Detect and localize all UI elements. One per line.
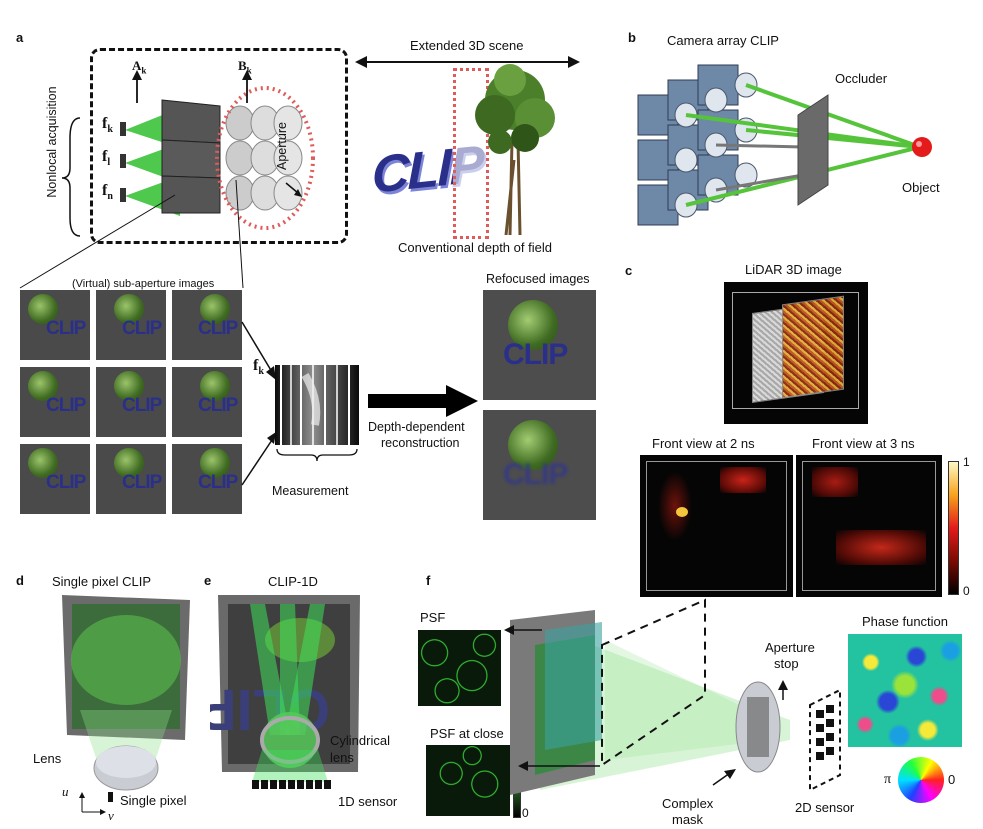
subaperture-image: CLIP (96, 290, 166, 360)
psf-close-image (426, 745, 510, 816)
complex-mask-line2: mask (672, 812, 704, 827)
front-view-3ns (796, 455, 942, 597)
phase-function-image (848, 634, 962, 747)
refocused-title: Refocused images (486, 272, 590, 286)
subaperture-grid: CLIP CLIP CLIP CLIP CLIP CLIP CLIP CLIP … (20, 290, 245, 518)
occluder-label: Occluder (835, 71, 888, 86)
panel-f-letter: f (426, 573, 431, 588)
camera-array-diagram (637, 64, 932, 226)
v-axis-label: v (108, 808, 114, 823)
cylindrical-line2: lens (330, 750, 354, 765)
clip1d-title: CLIP-1D (268, 574, 318, 589)
reconstruction-arrow (368, 385, 478, 417)
subaperture-image: CLIP (96, 444, 166, 514)
subaperture-title: (Virtual) sub-aperture images (72, 278, 215, 290)
f-k-label: fk (102, 115, 113, 136)
measurement-label: Measurement (272, 484, 349, 498)
lidar-3d-image (724, 282, 868, 424)
phase-pi-label: π (884, 772, 892, 787)
measurement-arrows (241, 321, 276, 486)
subaperture-image: CLIP (20, 290, 90, 360)
measurement-brace (276, 448, 358, 462)
1d-sensor-label: 1D sensor (338, 794, 398, 809)
complex-mask-line1: Complex (662, 796, 714, 811)
front-2ns-label: Front view at 2 ns (652, 436, 755, 451)
subaperture-image: CLIP (172, 444, 242, 514)
2d-sensor-label: 2D sensor (795, 800, 855, 815)
lens-label-d: Lens (33, 751, 62, 766)
colorbar-f-min: 0 (522, 806, 529, 820)
psf-close-label: PSF at close (430, 726, 504, 741)
B-k-label: Bk (238, 58, 252, 76)
f-n-label: fn (102, 182, 113, 203)
reconstruction-line1: Depth-dependent (368, 420, 465, 434)
panel-b-letter: b (628, 30, 636, 45)
cylindrical-line1: Cylindrical (330, 733, 390, 748)
colorbar-c-max: 1 (963, 455, 970, 469)
phase-function-title: Phase function (862, 614, 949, 629)
panel-d-letter: d (16, 573, 24, 588)
extended-scene-label: Extended 3D scene (410, 38, 524, 53)
psf-image (418, 630, 501, 706)
single-pixel-label: Single pixel (120, 793, 187, 808)
camera-array-title: Camera array CLIP (667, 33, 779, 48)
subaperture-image: CLIP (20, 367, 90, 437)
panel-c-letter: c (625, 263, 633, 278)
clip1d-diagram: CLIP (210, 595, 360, 789)
subaperture-image: CLIP (172, 290, 242, 360)
colorbar-c-min: 0 (963, 584, 970, 598)
psf-label: PSF (420, 610, 446, 625)
tree-image (475, 64, 555, 235)
subaperture-image: CLIP (172, 367, 242, 437)
uv-axes (79, 792, 106, 815)
object-label: Object (902, 180, 940, 195)
phase-color-wheel (898, 757, 944, 803)
refocused-image-2: CLIP (483, 410, 596, 520)
reconstruction-line2: reconstruction (381, 436, 460, 450)
panel-a-letter: a (16, 30, 24, 45)
refocused-image-1: CLIP (483, 290, 596, 400)
single-pixel-title: Single pixel CLIP (52, 574, 151, 589)
aperture-stop-line1: Aperture (765, 640, 815, 655)
subaperture-image: CLIP (20, 444, 90, 514)
phase-zero-label: 0 (948, 772, 956, 787)
panel-e-letter: e (204, 573, 212, 588)
u-axis-label: u (62, 784, 69, 799)
front-view-2ns (640, 455, 793, 597)
extended-scene-arrow (355, 56, 580, 68)
single-pixel-diagram (62, 595, 190, 802)
A-k-label: Ak (132, 58, 147, 76)
measurement-fk-label: fk (253, 357, 264, 378)
subaperture-image: CLIP (96, 367, 166, 437)
conventional-dof-label: Conventional depth of field (398, 240, 552, 255)
psf-optics-diagram (504, 598, 841, 795)
front-3ns-label: Front view at 3 ns (812, 436, 915, 451)
f-l-label: fl (102, 148, 111, 169)
aperture-stop-line2: stop (774, 656, 799, 671)
depth-of-field-box (453, 68, 489, 239)
lidar-title: LiDAR 3D image (745, 262, 842, 277)
acquisition-diagram (61, 70, 315, 237)
colorbar-c (948, 461, 959, 595)
measurement-image (275, 365, 359, 445)
acquisition-box (90, 48, 348, 244)
